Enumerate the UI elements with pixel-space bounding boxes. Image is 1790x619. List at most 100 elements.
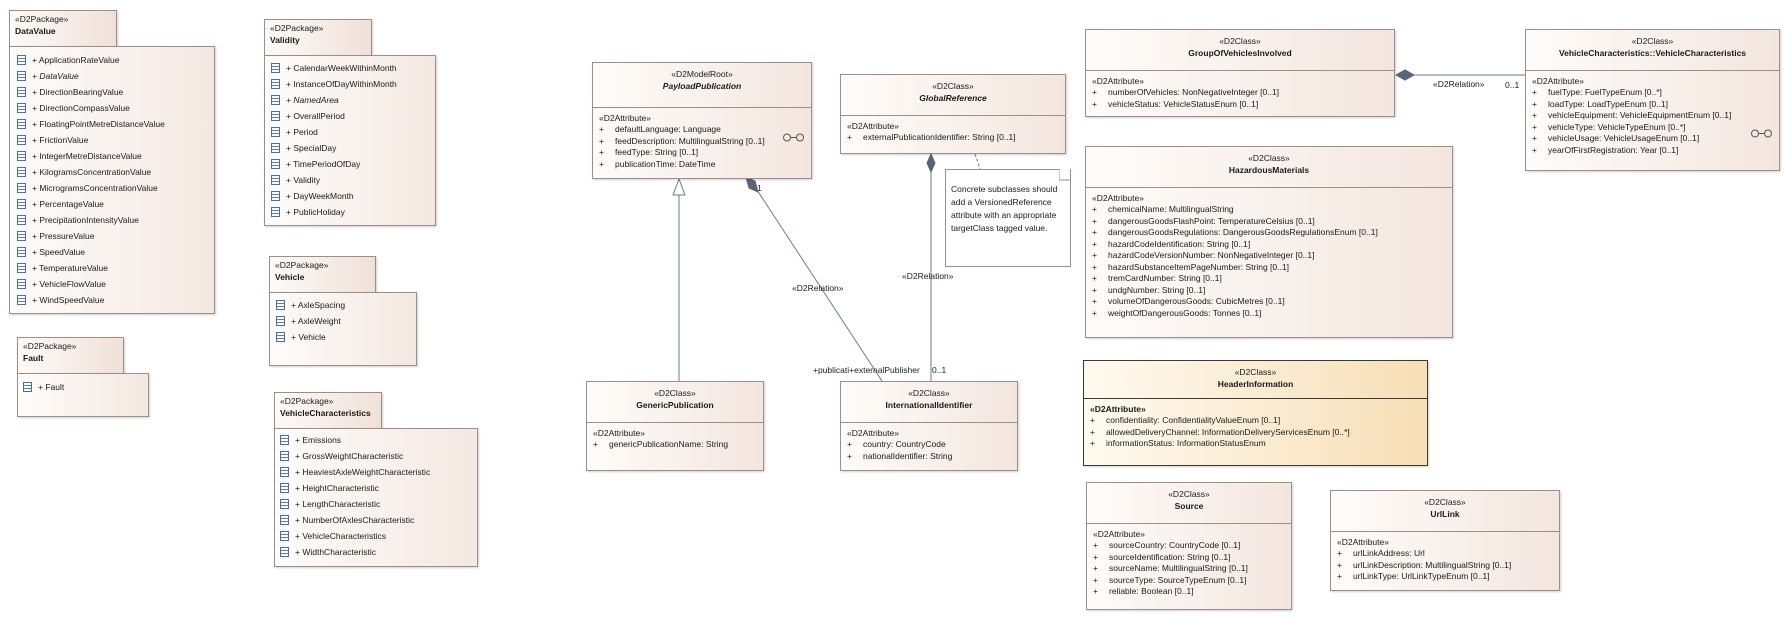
package-item[interactable]: + VehicleCharacteristics: [280, 528, 386, 543]
package-item[interactable]: + DataValue: [17, 68, 79, 83]
package-item[interactable]: + LengthCharacteristic: [280, 496, 380, 511]
package-item[interactable]: + Emissions: [280, 432, 341, 447]
attribute-row[interactable]: +dangerousGoodsFlashPoint: TemperatureCe…: [1092, 216, 1448, 228]
attribute-row[interactable]: +chemicalName: MultilingualString: [1092, 204, 1448, 216]
package-item[interactable]: + Validity: [271, 172, 320, 187]
class-headerinformation[interactable]: «D2Class»HeaderInformation«D2Attribute»+…: [1083, 360, 1428, 466]
package-item[interactable]: + CalendarWeekWithinMonth: [271, 60, 397, 75]
package-item[interactable]: + Vehicle: [276, 329, 326, 344]
package-item[interactable]: + NamedArea: [271, 92, 339, 107]
attribute-row[interactable]: +defaultLanguage: Language: [599, 124, 807, 136]
attribute-row[interactable]: +weightOfDangerousGoods: Tonnes [0..1]: [1092, 308, 1448, 320]
attribute-row[interactable]: +loadType: LoadTypeEnum [0..1]: [1532, 99, 1775, 111]
attribute-row[interactable]: +sourceName: MultilingualString [0..1]: [1093, 563, 1287, 575]
package-item[interactable]: + SpeedValue: [17, 244, 85, 259]
package-item[interactable]: + DirectionCompassValue: [17, 100, 130, 115]
attribute-row[interactable]: +urlLinkType: UrlLinkTypeEnum [0..1]: [1337, 571, 1555, 583]
package-item[interactable]: + FrictionValue: [17, 132, 88, 147]
package-item[interactable]: + WidthCharacteristic: [280, 544, 376, 559]
attribute-row[interactable]: +urlLinkDescription: MultilingualString …: [1337, 560, 1555, 572]
package-item[interactable]: + PrecipitationIntensityValue: [17, 212, 139, 227]
class-internationalidentifier[interactable]: «D2Class»InternationalIdentifier«D2Attri…: [840, 381, 1018, 471]
attribute-row[interactable]: +fuelType: FuelTypeEnum [0..*]: [1532, 87, 1775, 99]
package-item[interactable]: + PercentageValue: [17, 196, 104, 211]
attribute-visibility: +: [1532, 144, 1537, 155]
package-item[interactable]: + HeightCharacteristic: [280, 480, 379, 495]
package-item[interactable]: + AxleSpacing: [276, 297, 345, 312]
note-concrete-subclasses[interactable]: Concrete subclasses should add a Version…: [945, 169, 1071, 267]
class-urllink[interactable]: «D2Class»UrlLink«D2Attribute»+urlLinkAdd…: [1330, 490, 1560, 591]
attribute-row[interactable]: +sourceType: SourceTypeEnum [0..1]: [1093, 575, 1287, 587]
package-item[interactable]: + IntegerMetreDistanceValue: [17, 148, 142, 163]
attribute-row[interactable]: +dangerousGoodsRegulations: DangerousGoo…: [1092, 227, 1448, 239]
package-item[interactable]: + AxleWeight: [276, 313, 341, 328]
attribute-row[interactable]: +vehicleUsage: VehicleUsageEnum [0..1]: [1532, 133, 1775, 145]
attribute-row[interactable]: +yearOfFirstRegistration: Year [0..1]: [1532, 145, 1775, 157]
package-vehicle-body[interactable]: + AxleSpacing+ AxleWeight+ Vehicle: [269, 292, 417, 366]
package-item[interactable]: + TemperatureValue: [17, 260, 108, 275]
attribute-row[interactable]: +hazardCodeVersionNumber: NonNegativeInt…: [1092, 250, 1448, 262]
attribute-row[interactable]: +vehicleType: VehicleTypeEnum [0..*]: [1532, 122, 1775, 134]
attribute-row[interactable]: +allowedDeliveryChannel: InformationDeli…: [1090, 427, 1423, 439]
package-item[interactable]: + PublicHoliday: [271, 204, 345, 219]
attribute-visibility: +: [1090, 426, 1095, 437]
package-item[interactable]: + Fault: [23, 379, 64, 394]
class-globalreference[interactable]: «D2Class»GlobalReference«D2Attribute»+ex…: [840, 74, 1066, 154]
package-item[interactable]: + HeaviestAxleWeightCharacteristic: [280, 464, 430, 479]
class-payloadpublication[interactable]: «D2ModelRoot»PayloadPublication«D2Attrib…: [592, 62, 812, 179]
attribute-row[interactable]: +hazardSubstanceItemPageNumber: String […: [1092, 262, 1448, 274]
attribute-text: confidentiality: ConfidentialityValueEnu…: [1106, 415, 1281, 425]
package-item[interactable]: + FloatingPointMetreDistanceValue: [17, 116, 165, 131]
package-item[interactable]: + MicrogramsConcentrationValue: [17, 180, 158, 195]
attribute-row[interactable]: +vehicleEquipment: VehicleEquipmentEnum …: [1532, 110, 1775, 122]
package-vehiclecharacteristics-tab[interactable]: «D2Package» VehicleCharacteristics: [274, 392, 382, 431]
package-item[interactable]: + DayWeekMonth: [271, 188, 354, 203]
attribute-row[interactable]: +feedType: String [0..1]: [599, 147, 807, 159]
package-datavalue-body[interactable]: + ApplicationRateValue+ DataValue+ Direc…: [9, 46, 215, 314]
package-vehiclecharacteristics-body[interactable]: + Emissions+ GrossWeightCharacteristic+ …: [274, 428, 478, 567]
attribute-row[interactable]: +informationStatus: InformationStatusEnu…: [1090, 438, 1423, 450]
attribute-row[interactable]: +reliable: Boolean [0..1]: [1093, 586, 1287, 598]
attribute-row[interactable]: +hazardCodeIdentification: String [0..1]: [1092, 239, 1448, 251]
class-attributes: «D2Attribute»+genericPublicationName: St…: [593, 427, 759, 451]
package-item[interactable]: + NumberOfAxlesCharacteristic: [280, 512, 414, 527]
attribute-row[interactable]: +undgNumber: String [0..1]: [1092, 285, 1448, 297]
attribute-row[interactable]: +nationalIdentifier: String: [847, 451, 1013, 463]
class-genericpublication[interactable]: «D2Class»GenericPublication«D2Attribute»…: [586, 381, 764, 471]
package-validity-body[interactable]: + CalendarWeekWithinMonth+ InstanceOfDay…: [264, 55, 436, 226]
attribute-row[interactable]: +externalPublicationIdentifier: String […: [847, 132, 1061, 144]
class-source[interactable]: «D2Class»Source«D2Attribute»+sourceCount…: [1086, 482, 1292, 610]
package-item[interactable]: + DirectionBearingValue: [17, 84, 123, 99]
package-item[interactable]: + VehicleFlowValue: [17, 276, 106, 291]
attribute-row[interactable]: +numberOfVehicles: NonNegativeInteger [0…: [1092, 87, 1390, 99]
package-validity-tab[interactable]: «D2Package» Validity: [264, 19, 372, 58]
package-item[interactable]: + OverallPeriod: [271, 108, 345, 123]
attribute-row[interactable]: +genericPublicationName: String: [593, 439, 759, 451]
package-item[interactable]: + ApplicationRateValue: [17, 52, 120, 67]
package-item[interactable]: + PressureValue: [17, 228, 94, 243]
class-vehiclecharacteristics[interactable]: «D2Class»VehicleCharacteristics::Vehicle…: [1525, 29, 1780, 171]
package-item[interactable]: + GrossWeightCharacteristic: [280, 448, 403, 463]
attribute-row[interactable]: +feedDescription: MultilingualString [0.…: [599, 136, 807, 148]
attribute-row[interactable]: +country: CountryCode: [847, 439, 1013, 451]
package-item[interactable]: + SpecialDay: [271, 140, 336, 155]
attribute-row[interactable]: +sourceCountry: CountryCode [0..1]: [1093, 540, 1287, 552]
attribute-row[interactable]: +sourceIdentification: String [0..1]: [1093, 552, 1287, 564]
package-fault-tab[interactable]: «D2Package» Fault: [17, 337, 124, 376]
package-item[interactable]: + WindSpeedValue: [17, 292, 104, 307]
package-datavalue-tab[interactable]: «D2Package» DataValue: [9, 10, 117, 49]
package-fault-body[interactable]: + Fault: [17, 373, 149, 417]
package-item[interactable]: + TimePeriodOfDay: [271, 156, 360, 171]
package-item[interactable]: + Period: [271, 124, 318, 139]
attribute-row[interactable]: +volumeOfDangerousGoods: CubicMetres [0.…: [1092, 296, 1448, 308]
package-item[interactable]: + KilogramsConcentrationValue: [17, 164, 151, 179]
package-item[interactable]: + InstanceOfDayWithinMonth: [271, 76, 397, 91]
class-hazardousmaterials[interactable]: «D2Class»HazardousMaterials«D2Attribute»…: [1085, 146, 1453, 338]
attribute-row[interactable]: +vehicleStatus: VehicleStatusEnum [0..1]: [1092, 99, 1390, 111]
attribute-row[interactable]: +confidentiality: ConfidentialityValueEn…: [1090, 415, 1423, 427]
attribute-row[interactable]: +tremCardNumber: String [0..1]: [1092, 273, 1448, 285]
attribute-row[interactable]: +urlLinkAddress: Url: [1337, 548, 1555, 560]
package-vehicle-tab[interactable]: «D2Package» Vehicle: [269, 256, 376, 295]
class-groupofvehiclesinvolved[interactable]: «D2Class»GroupOfVehiclesInvolved«D2Attri…: [1085, 29, 1395, 117]
attribute-row[interactable]: +publicationTime: DateTime: [599, 159, 807, 171]
